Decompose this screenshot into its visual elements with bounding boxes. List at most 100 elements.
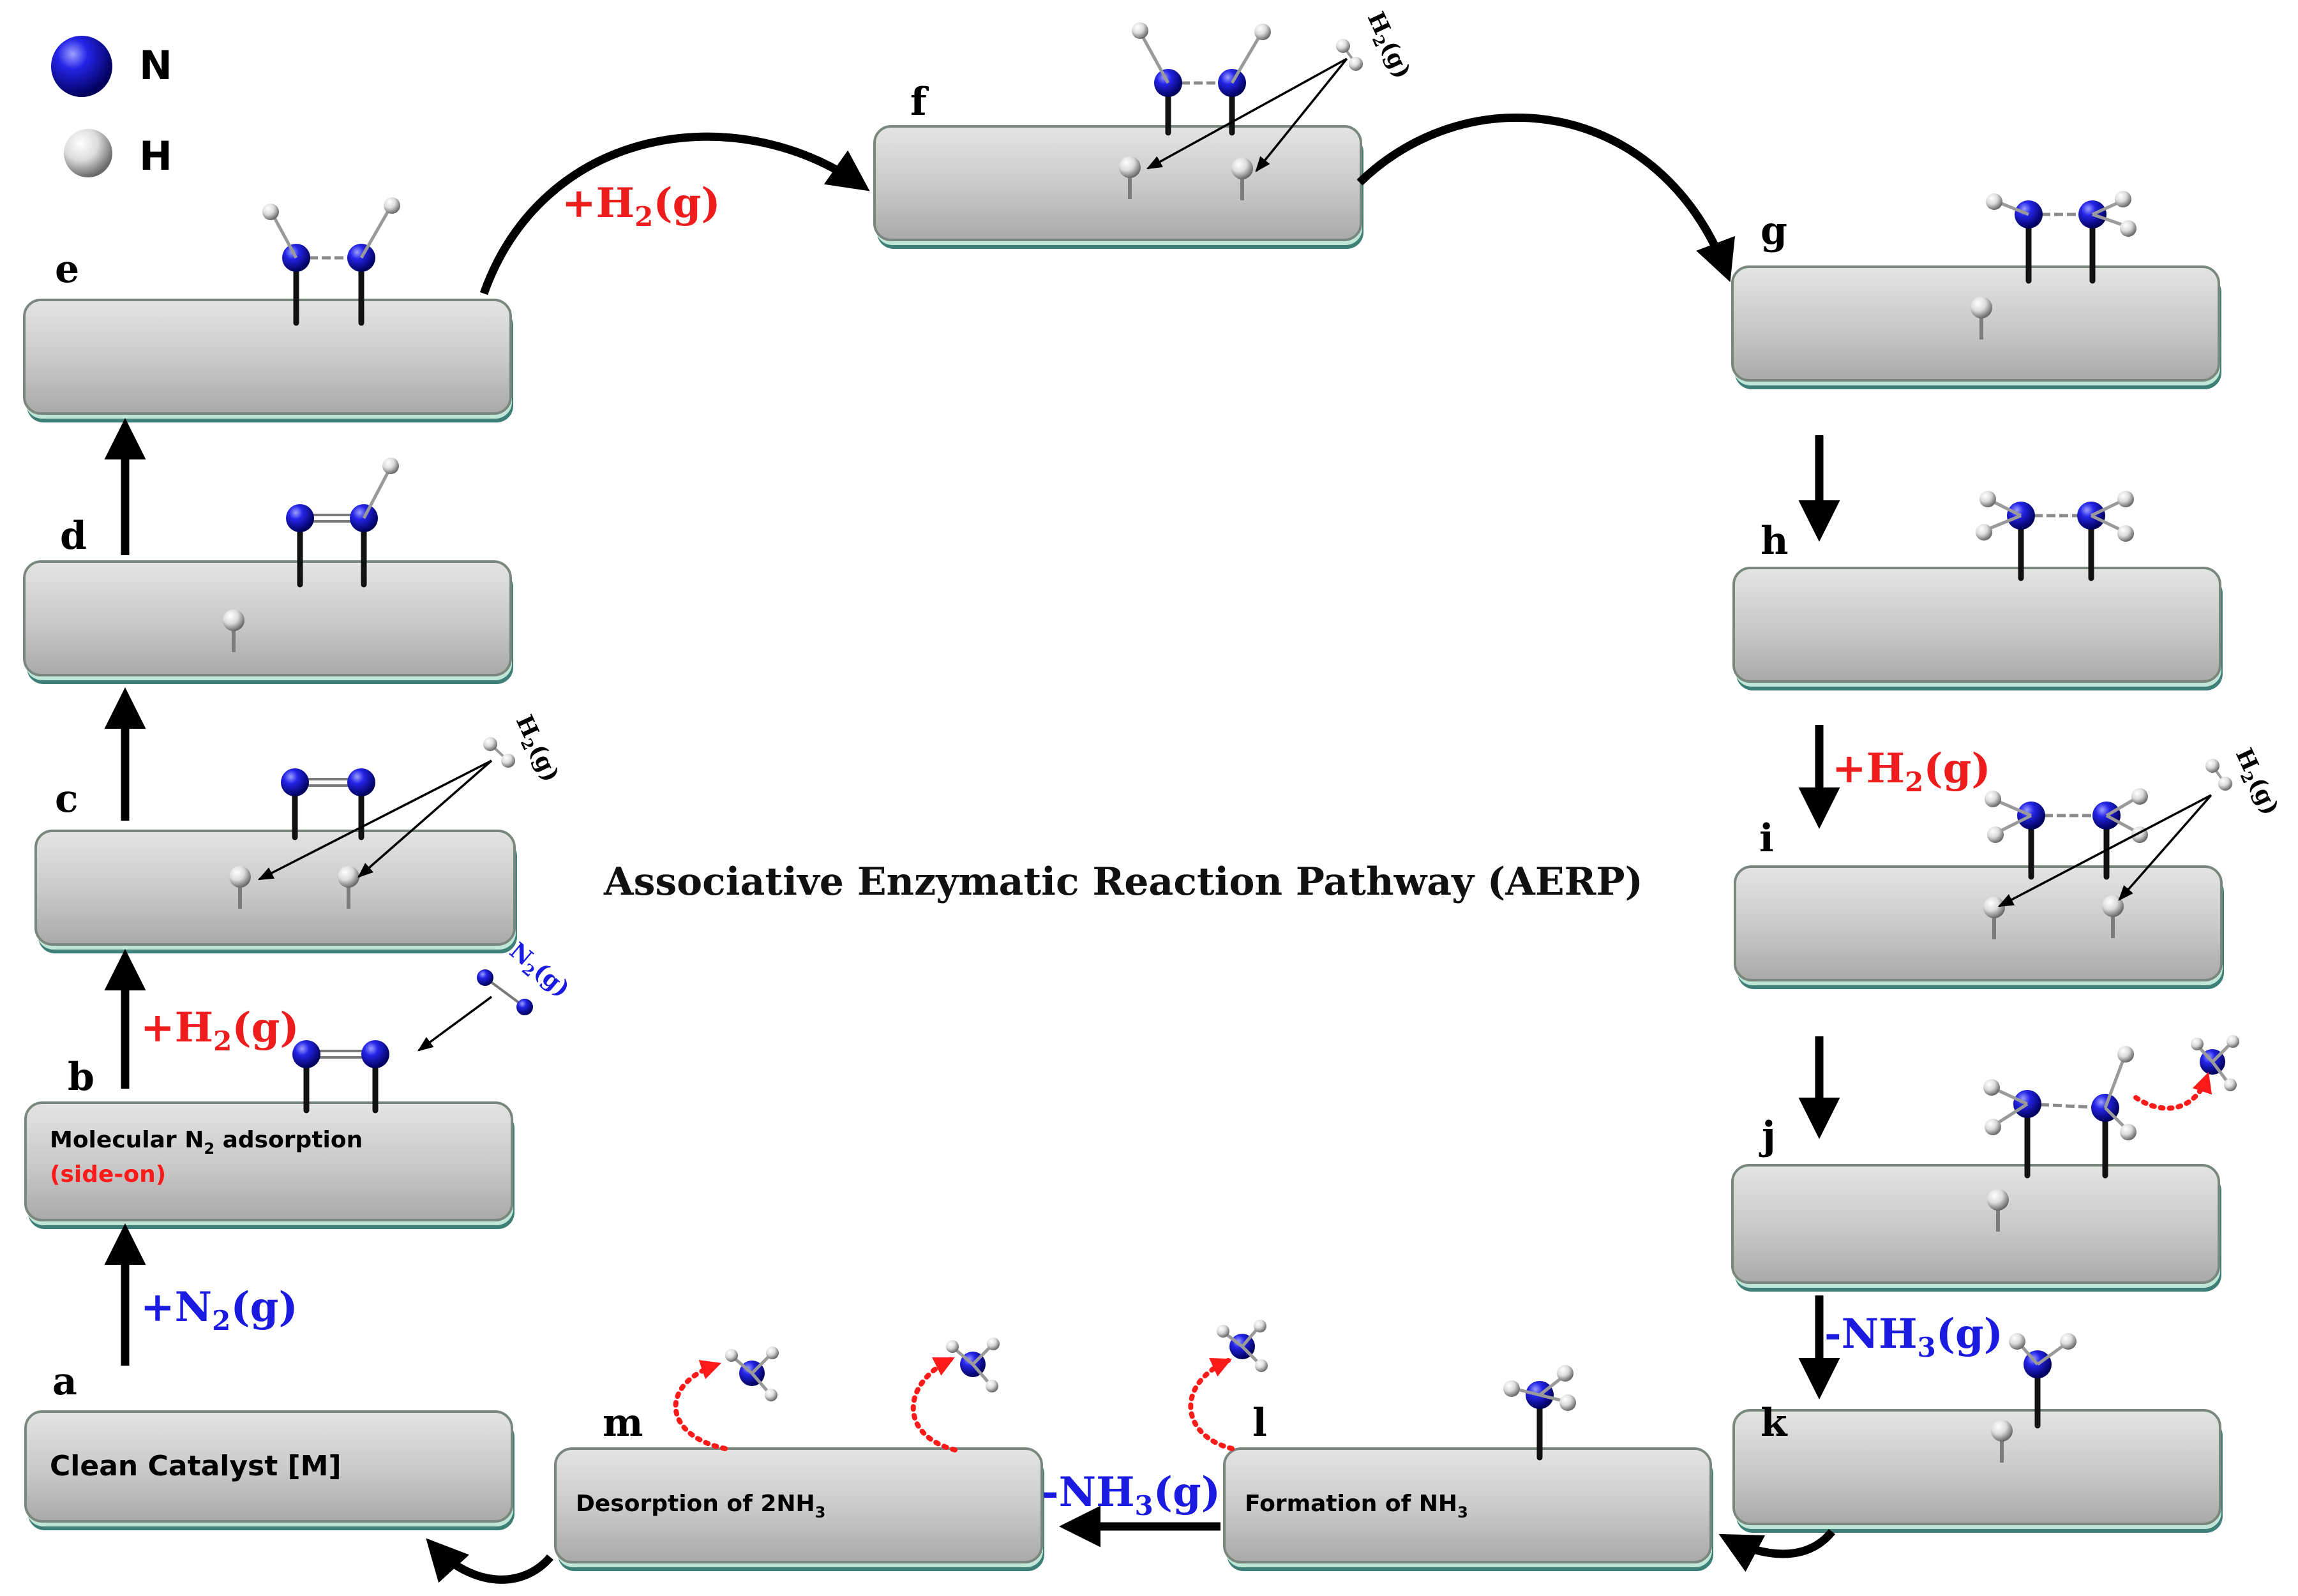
- h-atom: [2115, 191, 2131, 207]
- arrow-h2-to-f-right: [1255, 57, 1348, 172]
- h-atom: [987, 1338, 1000, 1350]
- h-atom: [1983, 1079, 2000, 1096]
- slab-top: [1732, 567, 2221, 683]
- legend-n-atom: [51, 36, 112, 97]
- slab-a: [24, 1410, 514, 1530]
- h-atom: [384, 197, 400, 214]
- step-label-l: l: [1252, 1401, 1267, 1445]
- h-bond: [1994, 1102, 2029, 1126]
- catalyst-surfaces: [23, 125, 2224, 1571]
- step-label-j: j: [1759, 1114, 1776, 1158]
- slab-top: [34, 830, 516, 946]
- h-bond: [1230, 32, 1263, 84]
- h-atom: [2117, 491, 2134, 507]
- arrow-m-to-a: [426, 1538, 553, 1584]
- h-atom: [2224, 1078, 2237, 1091]
- h-atom: [2009, 1333, 2025, 1350]
- step-label-h: h: [1761, 519, 1789, 563]
- h-bond: [751, 1354, 771, 1375]
- step-label-b: b: [68, 1055, 94, 1100]
- slab-f: [873, 125, 1363, 249]
- slab-l: [1223, 1447, 1713, 1571]
- gas-label-h2-c: H2(g): [507, 711, 564, 787]
- h-bond: [1997, 814, 2032, 834]
- h-atom: [1991, 1420, 2013, 1442]
- gas-arrows: [257, 57, 2212, 1052]
- h-bond: [2036, 1342, 2067, 1366]
- slab-m: [554, 1447, 1044, 1571]
- h-bond: [270, 212, 298, 259]
- h-atom: [1557, 1365, 1573, 1382]
- slab-top: [873, 125, 1362, 241]
- h-bond: [972, 1345, 992, 1366]
- h-atom: [501, 754, 515, 768]
- adsorbate-k: [1991, 1333, 2076, 1463]
- caption-side-on: (side-on): [50, 1161, 166, 1188]
- h-atom: [483, 737, 497, 751]
- h-atom: [725, 1349, 738, 1362]
- desorption-arrow-m-right: [910, 1357, 958, 1452]
- step-label-g: g: [1761, 209, 1787, 253]
- slab-i: [1734, 865, 2224, 989]
- step-label-c: c: [55, 777, 79, 821]
- h-atom: [262, 204, 279, 220]
- h-atom: [1979, 491, 1996, 507]
- h-atom: [986, 1380, 998, 1392]
- h-bond: [2105, 814, 2138, 834]
- h-bond: [1224, 1332, 1243, 1348]
- arrow-h2-to-c-right: [357, 759, 493, 878]
- reaction-labels: +N2(g) +H2(g) +H2(g) +H2(g) -NH3(g) -NH3…: [140, 179, 2003, 1521]
- h-atom: [1217, 1325, 1229, 1338]
- h-atom: [2191, 1038, 2204, 1050]
- h-bond: [1995, 798, 2032, 817]
- gas-label-h2-i: H2(g): [2227, 744, 2284, 821]
- slab-top: [23, 299, 512, 415]
- h-atom: [766, 1346, 779, 1359]
- caption-desorption: Desorption of 2NH3: [576, 1491, 825, 1521]
- h-bond: [2091, 200, 2122, 216]
- flow-arrows: [104, 113, 1840, 1584]
- h-bond: [2092, 213, 2126, 228]
- step-label-k: k: [1761, 1401, 1788, 1445]
- adsorbate-h: [1976, 491, 2134, 581]
- h-atom: [1254, 1320, 1266, 1332]
- slab-top: [24, 1101, 513, 1221]
- adsorbate-d: [223, 458, 399, 652]
- h-atom: [1119, 156, 1141, 178]
- adsorbate-b: [292, 969, 533, 1114]
- h-atom: [338, 866, 359, 888]
- h-bond: [362, 466, 393, 519]
- h-atom: [1971, 297, 1992, 318]
- diagram-title: Associative Enzymatic Reaction Pathway (…: [603, 860, 1643, 904]
- step-label-f: f: [910, 80, 929, 124]
- h-atom: [2205, 759, 2219, 773]
- molecules: [223, 22, 2239, 1463]
- n-atom: [516, 999, 533, 1015]
- h-atom: [229, 866, 251, 888]
- h-atom: [1986, 193, 2002, 210]
- h-atom: [1987, 1189, 2009, 1211]
- h-atom: [1254, 24, 1271, 40]
- slab-top: [1731, 1164, 2220, 1284]
- arrow-h2-to-i-left: [1997, 794, 2212, 907]
- slab-top: [24, 1410, 513, 1523]
- slab-top: [1731, 265, 2220, 382]
- n-atom: [292, 1040, 320, 1068]
- legend: N H: [51, 36, 172, 179]
- arrow-e-to-f: [479, 132, 870, 295]
- arrow-h2-to-c-left: [257, 759, 492, 881]
- h-atom: [1559, 1394, 1576, 1411]
- adsorbate-f: [1119, 22, 1363, 200]
- adsorbate-l: [1217, 1320, 1576, 1461]
- reaction-add-h2-b: +H2(g): [140, 1004, 299, 1057]
- h-bond: [2103, 1056, 2126, 1108]
- slab-g: [1731, 265, 2221, 389]
- h-atom: [2117, 525, 2134, 542]
- h-atom: [1349, 57, 1363, 71]
- h-bond: [1989, 498, 2022, 518]
- step-label-m: m: [603, 1401, 643, 1445]
- reaction-remove-nh3-j: -NH3(g): [1824, 1310, 2003, 1363]
- h-atom: [2218, 777, 2232, 791]
- n-atom: [347, 768, 375, 796]
